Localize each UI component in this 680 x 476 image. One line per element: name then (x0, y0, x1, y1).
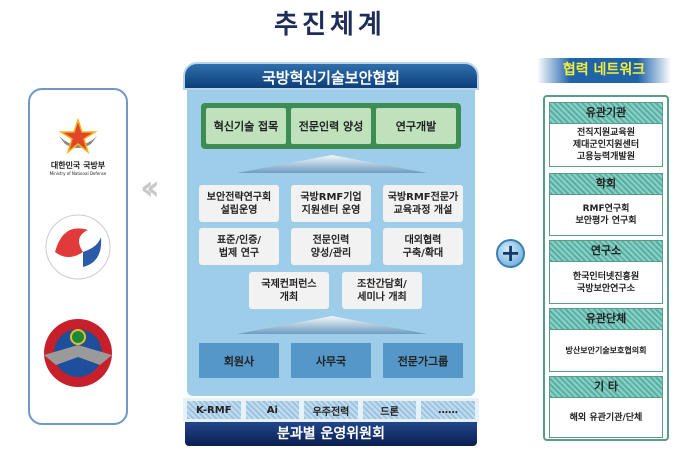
activity-box: 보안전략연구회 설립운영 (199, 185, 279, 222)
committee-footer: 분과별 운영위원회 (185, 422, 477, 446)
plus-icon: + (496, 239, 525, 268)
page-title: 추진체계 (274, 10, 386, 40)
base-box: 전문가그룹 (383, 343, 463, 378)
activity-box: 국제컨퍼런스 개최 (249, 272, 329, 309)
chevron-left-icon: ‹‹ (140, 168, 160, 208)
activity-box: 표준/인증/ 법제 연구 (199, 228, 279, 265)
network-section-head: 연구소 (549, 240, 663, 262)
base-box: 회원사 (199, 343, 279, 378)
activity-box: 대외협력 구축/확대 (383, 228, 463, 265)
subcommittee-tag: 우주전력 (304, 401, 358, 419)
agency-logo (38, 202, 118, 292)
network-section-body: 전직지원교육원 제대군인지원센터 고용능력개발원 (549, 124, 663, 167)
subcommittee-strip: K-RMF Ai 우주전력 드론 …… (183, 398, 479, 422)
network-section-head: 유관단체 (549, 308, 663, 330)
activity-box: 전문인력 양성/관리 (291, 228, 371, 265)
network-title: 협력 네트워크 (537, 58, 671, 83)
network-section-body: 한국인터넷진흥원 국방보안연구소 (549, 262, 663, 304)
mnd-name-en: Ministry of National Defense (49, 171, 107, 176)
partner-logos-panel: 대한민국 국방부 Ministry of National Defense (28, 88, 128, 425)
agency-emblem-icon (45, 214, 111, 280)
association-header: 국방혁신기술보안협회 (183, 62, 479, 90)
activity-box: 조찬간담회/ 세미나 개최 (342, 272, 422, 309)
network-section-head: 학회 (549, 173, 663, 195)
activity-box: 국방RMF전문가 교육과정 개설 (383, 185, 463, 222)
mnd-emblem-icon (58, 117, 98, 155)
up-arrow-icon (237, 316, 427, 334)
association-structure: 국방혁신기술보안협회 혁신기술 접목 전문인력 양성 연구개발 보안전략연구회 … (183, 62, 479, 447)
goal-box: 전문인력 양성 (291, 108, 371, 144)
subcommittee-tag: K-RMF (187, 401, 241, 419)
network-section-body: 해외 유관기관/단체 (549, 398, 663, 438)
mnd-name: 대한민국 국방부 (50, 161, 106, 170)
up-arrow-icon (237, 155, 427, 173)
base-box: 사무국 (291, 343, 371, 378)
association-body: 혁신기술 접목 전문인력 양성 연구개발 보안전략연구회 설립운영 국방RMF기… (187, 90, 475, 396)
subcommittee-tag: …… (421, 401, 475, 419)
goal-box: 혁신기술 접목 (206, 108, 286, 144)
military-emblem-icon (44, 319, 112, 387)
mnd-logo: 대한민국 국방부 Ministry of National Defense (38, 100, 118, 190)
activity-box: 국방RMF기업 지원센터 운영 (291, 185, 371, 222)
goal-box: 연구개발 (376, 108, 456, 144)
network-section-head: 유관기관 (549, 102, 663, 124)
network-panel: 유관기관 전직지원교육원 제대군인지원센터 고용능력개발원 학회 RMF연구회 … (543, 95, 669, 441)
subcommittee-tag: 드론 (362, 401, 417, 419)
network-section-body: 방산보안기술보호협의회 (549, 330, 663, 372)
network-section-head: 기 타 (549, 376, 663, 398)
military-logo (38, 308, 118, 398)
network-section-body: RMF연구회 보안평가 연구회 (549, 195, 663, 236)
goals-row: 혁신기술 접목 전문인력 양성 연구개발 (201, 103, 461, 149)
subcommittee-tag: Ai (245, 401, 300, 419)
